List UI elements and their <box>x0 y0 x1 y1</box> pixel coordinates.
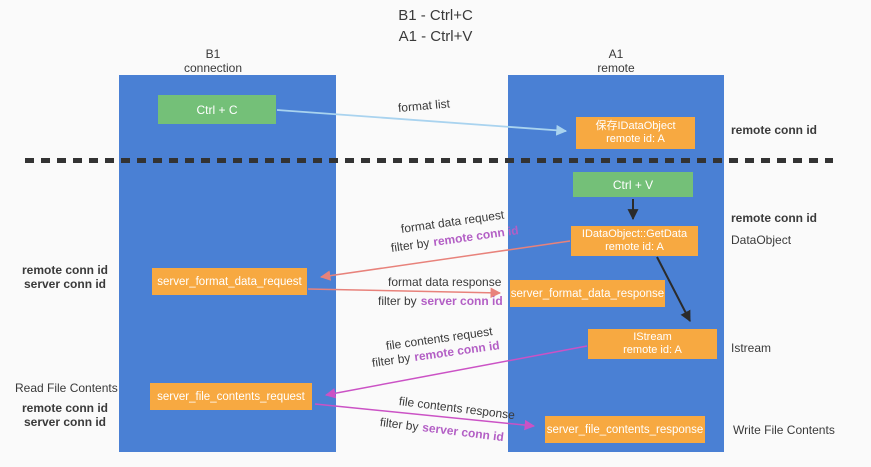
format-data-response-label: format data response <box>388 275 502 289</box>
istream-side-label: Istream <box>731 341 772 355</box>
dashed-divider <box>25 158 833 163</box>
server-file-contents-request-label: server_file_contents_request <box>157 390 305 403</box>
ctrl-c-box: Ctrl + C <box>158 95 276 124</box>
ctrl-v-box: Ctrl + V <box>573 172 693 197</box>
idataobject-getdata-line2: remote id: A <box>605 241 664 253</box>
save-idataobject-line2: remote id: A <box>606 133 665 145</box>
right-column-role: remote <box>597 61 635 75</box>
left-server-conn-id-top: server conn id <box>23 277 107 291</box>
diagram-title: B1 - Ctrl+C A1 - Ctrl+V <box>350 5 521 47</box>
save-idataobject-box: 保存IDataObject remote id: A <box>576 117 695 149</box>
filter-by-text-3: filter by <box>371 350 412 370</box>
title-line-1: B1 - Ctrl+C <box>398 7 473 24</box>
server-file-contents-request-box: server_file_contents_request <box>150 383 312 410</box>
read-file-contents-label: Read File Contents <box>15 381 118 395</box>
istream-box: IStream remote id: A <box>588 329 717 359</box>
title-line-2: A1 - Ctrl+V <box>398 28 473 45</box>
server-format-data-request-label: server_format_data_request <box>157 275 302 288</box>
server-format-data-request-box: server_format_data_request <box>152 268 307 295</box>
left-column-header: B1 connection <box>158 47 268 75</box>
dataobject-label: DataObject <box>731 233 792 247</box>
istream-line1: IStream <box>633 331 672 343</box>
write-file-contents-label: Write File Contents <box>733 423 835 437</box>
save-idataobject-line1: 保存IDataObject <box>595 120 676 132</box>
left-remote-conn-id-top: remote conn id <box>21 263 108 277</box>
left-column-role: connection <box>183 61 243 75</box>
ctrl-v-label: Ctrl + V <box>612 177 654 192</box>
left-server-conn-id-bottom: server conn id <box>23 415 107 429</box>
left-column-name: B1 <box>205 47 221 61</box>
istream-line2: remote id: A <box>623 344 682 356</box>
server-conn-id-text-2: server conn id <box>421 420 505 445</box>
idataobject-getdata-line1: IDataObject::GetData <box>581 228 688 240</box>
right-column-header: A1 remote <box>561 47 671 75</box>
filter-by-text-2: filter by <box>378 294 417 308</box>
filter-by-text-4: filter by <box>379 415 420 434</box>
right-remote-conn-id-top: remote conn id <box>731 123 818 137</box>
filter-by-text-1: filter by <box>390 235 431 255</box>
server-file-contents-response-box: server_file_contents_response <box>545 416 705 443</box>
file-contents-response-label: file contents response <box>398 394 516 423</box>
left-remote-conn-id-bottom: remote conn id <box>21 401 108 415</box>
idataobject-getdata-box: IDataObject::GetData remote id: A <box>571 226 698 256</box>
server-format-data-response-box: server_format_data_response <box>510 280 665 307</box>
format-data-response-arrow <box>307 287 502 299</box>
right-remote-conn-id-mid: remote conn id <box>731 211 818 225</box>
server-format-data-response-label: server_format_data_response <box>510 287 665 300</box>
server-conn-id-text-1: server conn id <box>420 294 503 308</box>
ctrl-c-label: Ctrl + C <box>196 102 238 117</box>
right-column-name: A1 <box>608 47 624 61</box>
format-list-label: format list <box>397 96 451 115</box>
server-file-contents-response-label: server_file_contents_response <box>546 423 704 436</box>
